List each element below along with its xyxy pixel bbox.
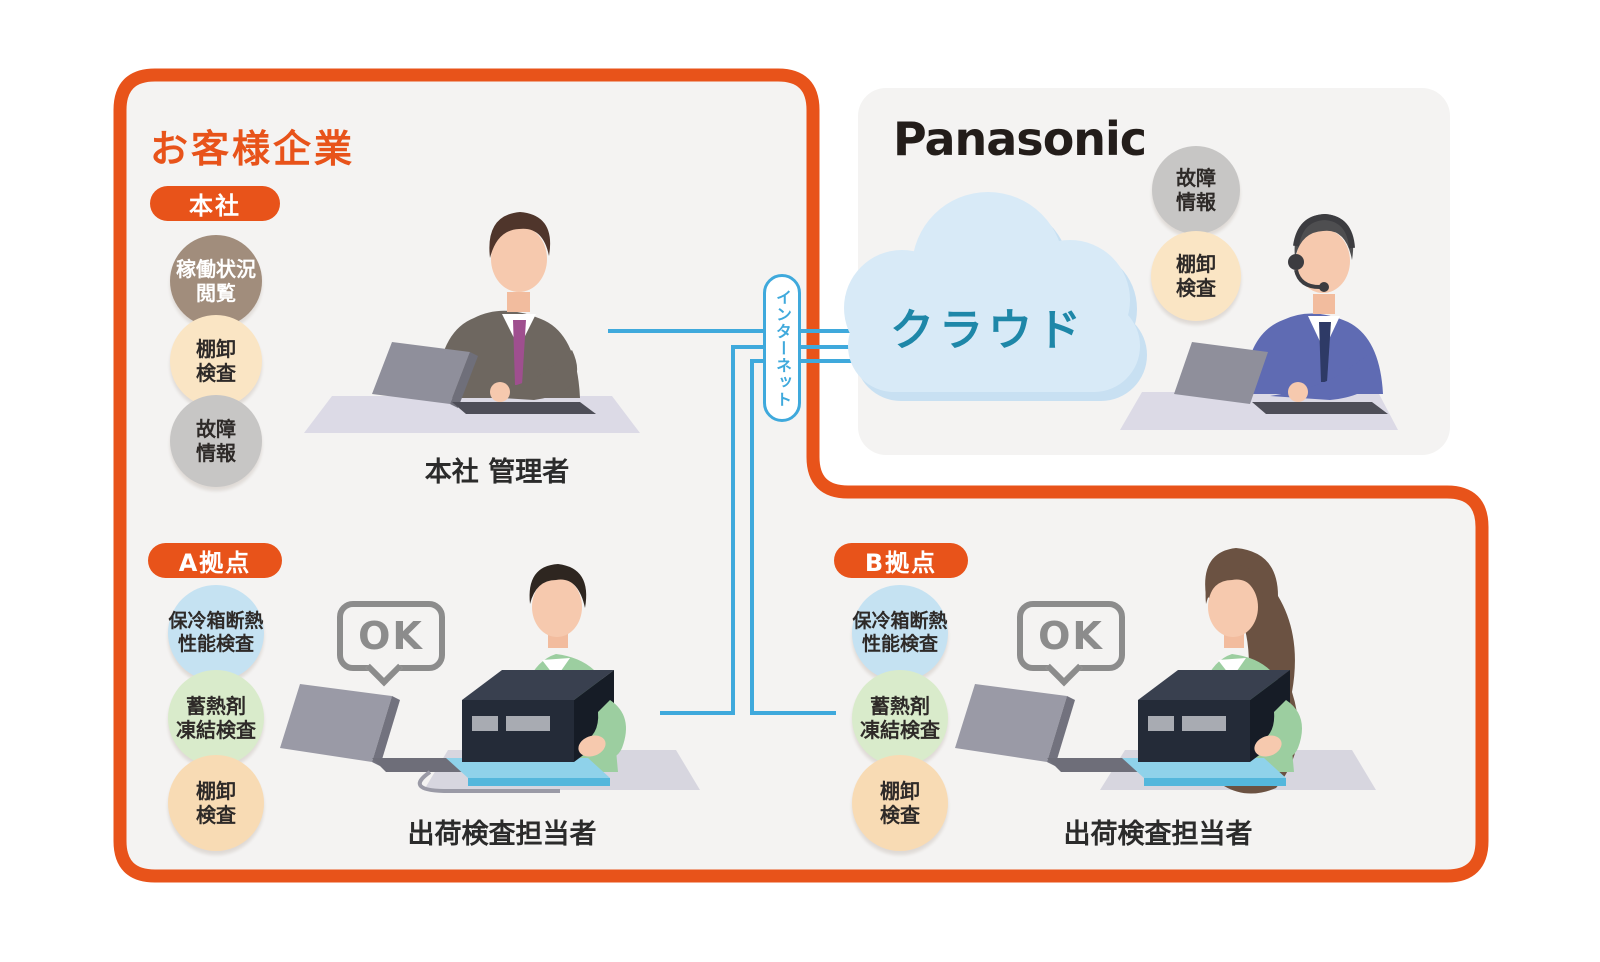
customer-company-outline <box>113 68 1489 883</box>
laptop-screen <box>280 684 392 762</box>
site-a-ok-bubble: OK <box>337 601 445 671</box>
internet-pill: インターネット <box>763 274 801 422</box>
site-b-worker-illustration <box>955 548 1376 794</box>
cool-box-label <box>1182 716 1226 731</box>
head <box>1296 229 1350 293</box>
laptop-screen <box>955 684 1067 762</box>
cool-box-pad-top <box>1122 758 1286 778</box>
hair <box>529 564 587 608</box>
cool-box-pad-top <box>446 758 610 778</box>
cool-box-pad-front <box>1144 778 1286 786</box>
site-b-tag-insulation-test: 保冷箱断熱 性能検査 <box>852 585 948 681</box>
head <box>491 226 547 292</box>
laptop-screen-edge <box>450 352 478 408</box>
laptop-base <box>1252 402 1388 414</box>
hq-manager-illustration <box>304 212 640 433</box>
site-b-person-label: 出荷検査担当者 <box>1063 819 1253 850</box>
laptop-base <box>452 402 596 414</box>
line-site-a-to-cloud <box>660 345 880 715</box>
site-a-person-label: 出荷検査担当者 <box>407 819 597 850</box>
headset-earcup-icon <box>1288 254 1304 270</box>
site-a-tag-freeze-test: 蓄熱剤 凍結検査 <box>168 670 264 766</box>
head <box>1208 577 1258 637</box>
site-a-worker-illustration <box>280 564 700 793</box>
arm <box>470 350 578 400</box>
head <box>532 577 582 637</box>
hq-badge: 本社 <box>150 186 280 221</box>
hair <box>1294 214 1354 260</box>
panasonic-logo: Panasonic <box>893 112 1147 166</box>
tie <box>1319 322 1331 382</box>
site-a-tag-inventory-check: 棚卸 検査 <box>168 755 264 851</box>
desk <box>1120 392 1398 430</box>
hq-tag-failure-info: 故障 情報 <box>170 395 262 487</box>
tie <box>513 320 526 385</box>
cool-box-label <box>506 716 550 731</box>
neck <box>1313 294 1335 314</box>
laptop-screen <box>1174 342 1268 404</box>
customer-company-title: お客様企業 <box>150 127 356 171</box>
hand <box>578 735 606 757</box>
site-b-ok-bubble: OK <box>1017 601 1125 671</box>
line-site-b-to-cloud <box>750 359 880 715</box>
cable <box>417 770 560 793</box>
cool-box-pad-front <box>468 778 610 786</box>
cool-box-top <box>462 670 614 700</box>
cool-box-label <box>472 716 498 731</box>
laptop-screen <box>372 342 470 404</box>
cool-box-label <box>1148 716 1174 731</box>
site-b-tag-freeze-test: 蓄熱剤 凍結検査 <box>852 670 948 766</box>
headset-mic-icon <box>1294 269 1323 290</box>
hand <box>1288 382 1308 402</box>
hand <box>490 382 510 402</box>
headset-band-icon <box>1293 213 1355 249</box>
hand <box>1254 735 1282 757</box>
cool-box-top <box>1138 670 1290 700</box>
cloud-icon <box>844 192 1140 392</box>
headset-mic-tip-icon <box>1319 282 1329 292</box>
neck <box>507 292 530 312</box>
site-b-badge: B拠点 <box>834 543 968 578</box>
laptop-screen-edge <box>1047 696 1075 766</box>
hq-tag-inventory-check: 棚卸 検査 <box>170 315 262 407</box>
hair <box>489 212 551 258</box>
panasonic-tag-failure-info: 故障 情報 <box>1152 146 1240 234</box>
panasonic-tag-inventory-check: 棚卸 検査 <box>1151 231 1241 321</box>
collar <box>1218 658 1246 678</box>
site-a-badge: A拠点 <box>148 543 282 578</box>
connection-lines <box>608 329 880 715</box>
site-a-tag-insulation-test: 保冷箱断熱 性能検査 <box>168 585 264 681</box>
hq-tag-operation-status: 稼働状況 閲覧 <box>170 235 262 327</box>
collar <box>542 658 570 678</box>
hq-person-label: 本社 管理者 <box>424 457 570 488</box>
laptop-screen-edge <box>372 696 400 766</box>
support-staff-illustration <box>1120 213 1398 430</box>
hair <box>1205 564 1263 608</box>
arm <box>1270 352 1377 400</box>
site-b-tag-inventory-check: 棚卸 検査 <box>852 755 948 851</box>
cloud-label: クラウド <box>890 305 1086 356</box>
